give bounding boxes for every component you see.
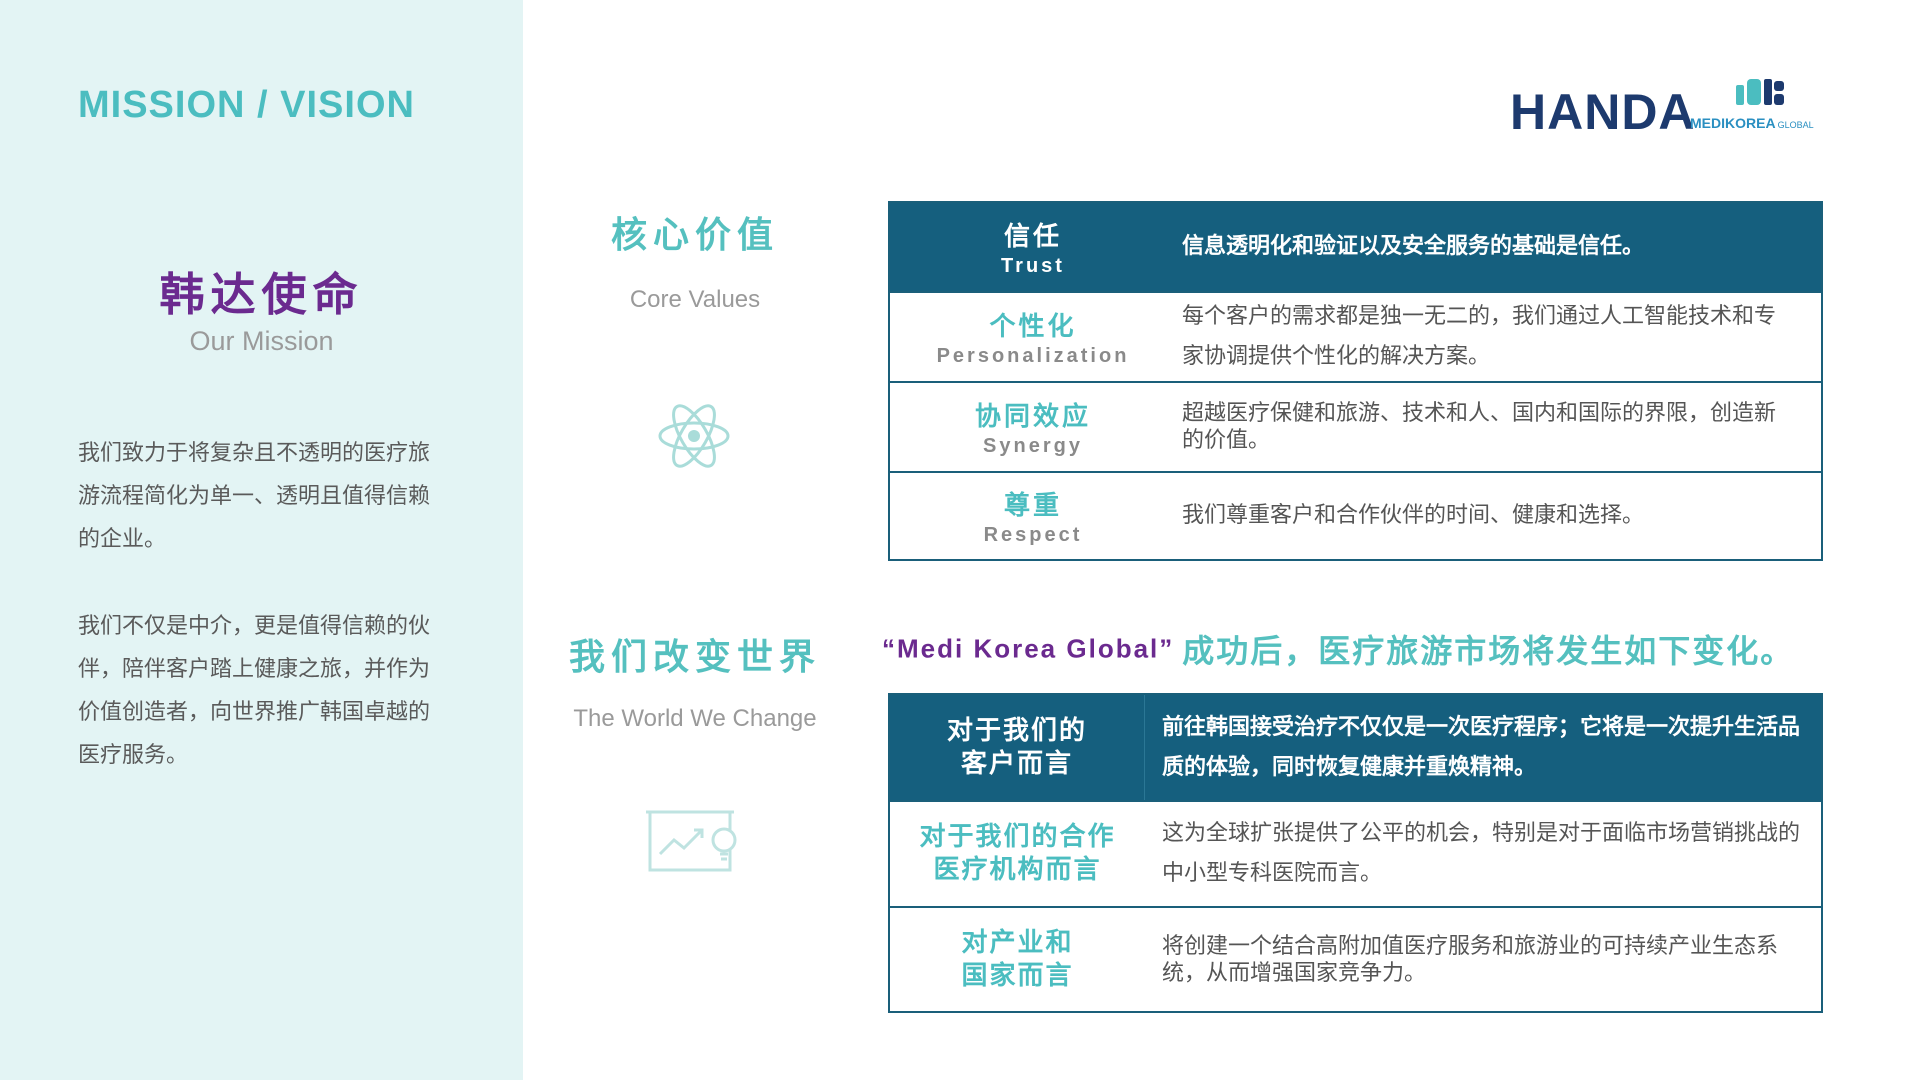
presentation-board-icon [646,810,737,872]
impact-description: 前往韩国接受治疗不仅仅是一次医疗程序；它将是一次提升生活品质的体验，同时恢复健康… [1162,714,1801,780]
impact-label: 对于我们的合作 [919,822,1116,852]
world-change-title-en: The World We Change [573,705,817,732]
value-description: 每个客户的需求都是独一无二的，我们通过人工智能技术和专家协调提供个性化的解决方案… [1182,304,1777,369]
value-name-cn: 个性化 [989,312,1077,342]
core-values-title-en: Core Values [629,286,761,313]
value-name-en: Synergy [983,435,1083,457]
medikorea-mark-icon [1736,79,1784,105]
sidebar: MISSION / VISION 韩达使命 Our Mission 我们致力于将… [0,0,523,1080]
table-row: 协同效应 Synergy 超越医疗保健和旅游、技术和人、国内和国际的界限，创造新… [890,381,1821,471]
value-description: 我们尊重客户和合作伙伴的时间、健康和选择。 [1182,503,1645,528]
impact-label: 对于我们的 [946,715,1087,746]
mission-paragraph: 我们不仅是中介，更是值得信赖的伙伴，陪伴客户踏上健康之旅，并作为价值创造者，向世… [78,614,431,768]
impact-description: 这为全球扩张提供了公平的机会，特别是对于面临市场营销挑战的中小型专科医院而言。 [1162,821,1801,886]
value-name-en: Personalization [936,345,1130,367]
table-row: 尊重 Respect 我们尊重客户和合作伙伴的时间、健康和选择。 [890,471,1821,559]
world-change-title-cn: 我们改变世界 [568,637,821,678]
mission-title-en: Our Mission [189,326,334,356]
table-row: 对于我们的合作 医疗机构而言 这为全球扩张提供了公平的机会，特别是对于面临市场营… [890,800,1821,906]
core-values-title-cn: 核心价值 [610,215,779,256]
change-headline-quote: “Medi Korea Global” [882,633,1175,664]
value-name-en: Trust [1001,255,1065,277]
value-name-en: Respect [983,524,1083,546]
page-title: MISSION / VISION [78,84,415,126]
mission-paragraph: 我们致力于将复杂且不透明的医疗旅游流程简化为单一、透明且值得信赖的企业。 [78,441,431,552]
core-values-table: 信任 Trust 信息透明化和验证以及安全服务的基础是信任。 个性化 Perso… [888,201,1823,561]
mission-title-cn: 韩达使命 [159,268,364,321]
impact-label: 国家而言 [961,960,1074,991]
table-row: 对产业和 国家而言 将创建一个结合高附加值医疗服务和旅游业的可持续产业生态系统，… [890,906,1821,1011]
atom-icon [658,404,730,468]
impact-description: 将创建一个结合高附加值医疗服务和旅游业的可持续产业生态系统，从而增强国家竞争力。 [1162,933,1779,986]
value-description: 信息透明化和验证以及安全服务的基础是信任。 [1182,234,1645,259]
value-name-cn: 协同效应 [974,402,1091,432]
handa-logo: HANDA [1510,84,1696,140]
impact-label: 医疗机构而言 [933,855,1102,885]
table-row: 信任 Trust 信息透明化和验证以及安全服务的基础是信任。 [890,203,1821,291]
impact-label: 对产业和 [961,927,1074,958]
medikorea-wordmark: MEDIKOREA [1690,115,1776,131]
world-change-table: 对于我们的 客户而言 前往韩国接受治疗不仅仅是一次医疗程序；它将是一次提升生活品… [888,693,1823,1013]
change-headline: “Medi Korea Global”成功后，医疗旅游市场将发生如下变化。 [882,626,1794,672]
value-name-cn: 信任 [1003,222,1062,252]
change-headline-text: 成功后，医疗旅游市场将发生如下变化。 [1182,632,1795,670]
value-description: 超越医疗保健和旅游、技术和人、国内和国际的界限，创造新的价值。 [1182,401,1777,453]
table-row: 对于我们的 客户而言 前往韩国接受治疗不仅仅是一次医疗程序；它将是一次提升生活品… [890,695,1821,800]
medikorea-suffix: GLOBAL [1777,120,1814,130]
table-row: 个性化 Personalization 每个客户的需求都是独一无二的，我们通过人… [890,291,1821,381]
impact-label: 客户而言 [960,748,1073,779]
value-name-cn: 尊重 [1003,491,1062,521]
